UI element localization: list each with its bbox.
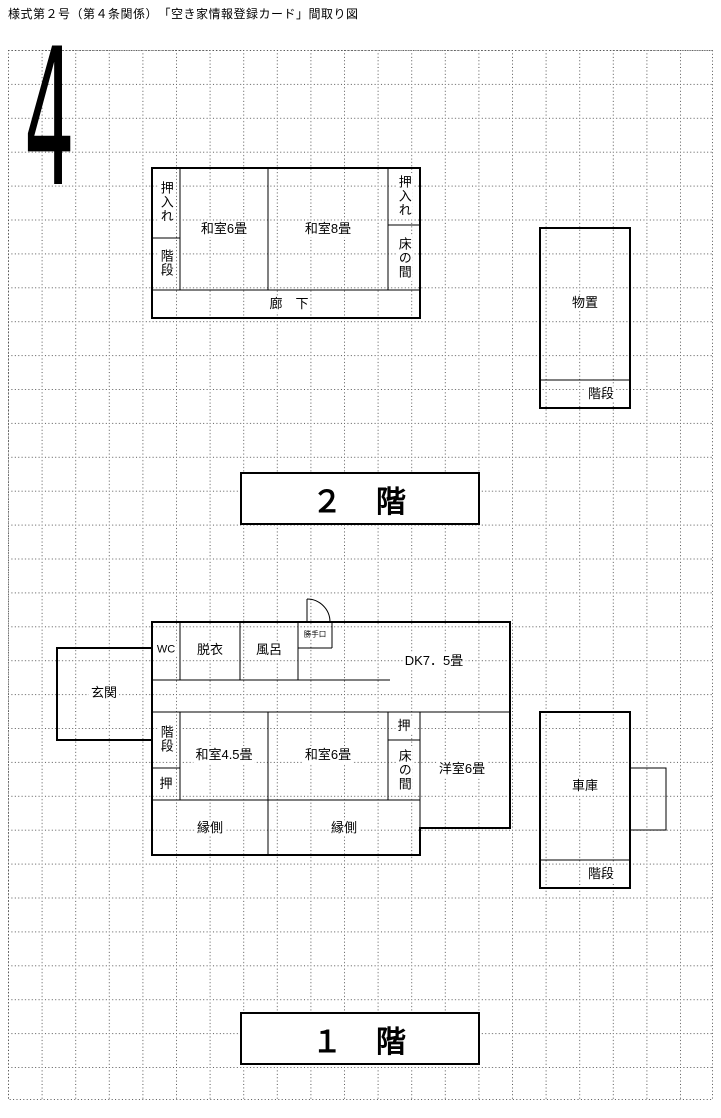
room-label-datsui: 脱衣 — [194, 642, 226, 658]
room-label-corridor-2f: 廊 下 — [267, 296, 311, 312]
floor2-walls — [151, 167, 421, 319]
floor2-title-box: ２ 階 — [240, 472, 480, 525]
back-door — [306, 598, 331, 623]
room-label-storage-stairs: 階段 — [585, 386, 617, 402]
room-label-youshitsu6: 洋室6畳 — [436, 761, 488, 777]
room-label-washitsu8-2f: 和室8畳 — [302, 221, 354, 237]
floor1-title: １ 階 — [312, 1025, 408, 1059]
room-label-storage: 物置 — [569, 295, 601, 311]
room-label-kaidan-2f: 階段 — [158, 247, 174, 279]
door-arc-icon — [306, 598, 331, 623]
room-label-katteguchi: 勝手口 — [303, 629, 327, 639]
floor1-walls — [56, 621, 511, 856]
floor2-title: ２ 階 — [312, 485, 408, 519]
room-label-dk: DK7．5畳 — [402, 653, 466, 669]
room-label-kaidan-1f: 階段 — [158, 723, 174, 755]
room-label-engawa-right: 縁側 — [328, 820, 360, 836]
room-label-washitsu45-1f: 和室4.5畳 — [193, 747, 255, 763]
grid-border — [8, 50, 713, 1100]
document-title: 様式第２号（第４条関係） 「空き家情報登録カード」間取り図 — [8, 7, 359, 21]
room-label-oshiire-right-2f: 押入れ — [396, 173, 412, 219]
room-label-oshi-left-1f: 押 — [157, 776, 175, 792]
room-label-oshiire-left-2f: 押入れ — [158, 179, 174, 225]
room-label-genkan: 玄関 — [88, 685, 120, 701]
page-number: 4 — [24, 8, 75, 229]
grid-paper — [8, 50, 713, 1100]
room-label-washitsu6-1f: 和室6畳 — [302, 747, 354, 763]
garage-walls — [539, 711, 667, 889]
room-label-garage-stairs: 階段 — [585, 866, 617, 882]
room-label-oshi-right-1f: 押 — [395, 718, 413, 734]
room-label-wc: WC — [154, 643, 178, 657]
room-label-tokonoma-2f: 床の間 — [396, 235, 412, 281]
room-label-furo: 風呂 — [253, 642, 285, 658]
room-label-engawa-left: 縁側 — [194, 820, 226, 836]
floor1-title-box: １ 階 — [240, 1012, 480, 1065]
room-label-washitsu6-2f: 和室6畳 — [198, 221, 250, 237]
storage-walls — [539, 227, 631, 409]
room-label-garage: 車庫 — [569, 778, 601, 794]
room-label-tokonoma-1f: 床の間 — [396, 747, 412, 793]
